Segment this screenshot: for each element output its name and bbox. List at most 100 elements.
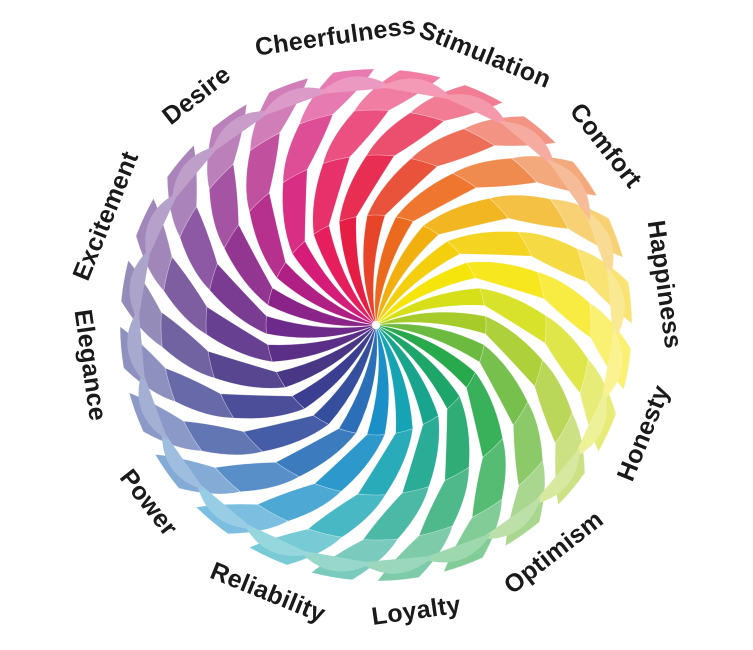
wheel-petals — [119, 68, 633, 582]
wheel-rim-petal — [359, 555, 434, 574]
wheel-petal — [208, 163, 240, 249]
wheel-petal — [410, 128, 496, 167]
wheel-petal — [375, 240, 461, 326]
wheel-rim-petal — [145, 191, 179, 260]
wheel-rim-petal — [441, 94, 510, 128]
wheel-petal — [357, 428, 414, 496]
wheel-petal — [517, 231, 588, 283]
wheel-petal — [312, 324, 377, 425]
wheel-petal — [276, 261, 377, 326]
wheel-rim-petal — [547, 159, 591, 221]
wheel-rim-petal — [318, 76, 393, 95]
wheel-petal — [223, 224, 273, 306]
wheel-rim-petal — [171, 145, 220, 203]
wheel-rim-petal — [242, 522, 311, 556]
wheel-rim-petal — [129, 247, 151, 321]
wheel-petal — [366, 324, 390, 436]
wheel-petal — [446, 231, 532, 257]
wheel-petal — [163, 256, 208, 335]
wheel-rim-petal — [260, 87, 331, 117]
wheel-rim-petal — [480, 496, 542, 540]
label-elegance: Elegance — [69, 308, 112, 423]
wheel-rim-petal — [584, 209, 614, 280]
wheel-rim-petal — [573, 390, 607, 459]
wheel-petal — [401, 415, 440, 494]
wheel-petal — [220, 393, 306, 419]
wheel-petal — [479, 287, 547, 344]
wheel-petal — [256, 483, 342, 522]
wheel-rim-petal — [138, 370, 168, 441]
wheel-petal — [418, 466, 470, 537]
wheel-rim-petal — [606, 267, 625, 342]
wheel-petal — [322, 109, 390, 164]
wheel-petal — [512, 401, 544, 487]
wheel-petal — [267, 324, 377, 363]
wheel-petal — [479, 344, 529, 426]
wheel-petal — [395, 172, 477, 222]
wheel-petal — [362, 486, 430, 541]
wheel-petal — [375, 324, 461, 410]
wheel-petal — [275, 428, 357, 478]
wheel-petal — [374, 216, 414, 326]
wheel-center — [372, 321, 380, 329]
wheel-rim-petal — [421, 533, 492, 563]
wheel-petal — [207, 350, 286, 389]
wheel-petal — [422, 198, 509, 235]
wheel-petal — [485, 315, 543, 387]
wheel-petal — [375, 287, 485, 326]
wheel-petal — [452, 157, 538, 189]
wheel-petal — [466, 261, 545, 300]
wheel-petal — [282, 169, 308, 255]
wheel-petal — [183, 420, 264, 456]
wheel-petal — [375, 262, 476, 326]
wheel-petal — [338, 216, 377, 326]
wheel-petal — [544, 315, 589, 394]
wheel-petal — [160, 311, 215, 379]
wheel-petal — [307, 493, 386, 538]
wheel-petal — [249, 192, 286, 279]
wheel-petal — [534, 359, 573, 445]
wheel-petal — [214, 461, 300, 493]
wheel-petal — [471, 437, 507, 518]
wheel-petal — [375, 324, 439, 425]
wheel-rim-petal — [196, 481, 254, 530]
wheel-petal — [291, 324, 377, 410]
label-honesty: Honesty — [612, 381, 676, 485]
wheel-petal — [537, 271, 592, 339]
wheel-petal — [276, 324, 377, 388]
wheel-rim-petal — [532, 447, 581, 505]
wheel-petal — [488, 194, 569, 230]
wheel-petal — [179, 205, 218, 291]
wheel-petal — [245, 132, 281, 213]
wheel-rim-petal — [298, 550, 372, 572]
wheel-rim-petal — [210, 110, 272, 154]
wheel-petal — [205, 306, 273, 363]
wheel-petal — [243, 415, 330, 452]
label-cheerfulness: Cheerfulness — [253, 11, 417, 61]
wheel-petal — [375, 311, 487, 335]
label-reliability: Reliability — [206, 557, 329, 628]
label-happiness: Happiness — [642, 219, 688, 351]
wheel-petal — [312, 156, 351, 235]
wheel-petal — [362, 214, 386, 326]
wheel-petal — [375, 225, 440, 326]
wheel-rim-petal — [161, 429, 205, 491]
wheel-petal — [267, 287, 377, 327]
wheel-petal — [375, 323, 485, 363]
wheel-petal — [313, 225, 377, 326]
wheel-petal — [265, 315, 377, 339]
wheel-rim-petal — [498, 120, 556, 169]
wheel-rim-petal — [601, 329, 623, 403]
label-excitement: Excitement — [67, 147, 144, 284]
wheel-rim-petal — [380, 78, 454, 100]
wheel-petal — [164, 367, 235, 419]
wheel-petal — [209, 263, 267, 335]
wheel-petal — [314, 434, 386, 492]
wheel-rim-petal — [127, 308, 146, 383]
wheel-petal — [366, 112, 445, 157]
wheel-petal — [366, 158, 438, 216]
label-loyalty: Loyalty — [370, 591, 463, 631]
wheel-petal — [444, 395, 470, 481]
wheel-petal — [282, 113, 334, 184]
